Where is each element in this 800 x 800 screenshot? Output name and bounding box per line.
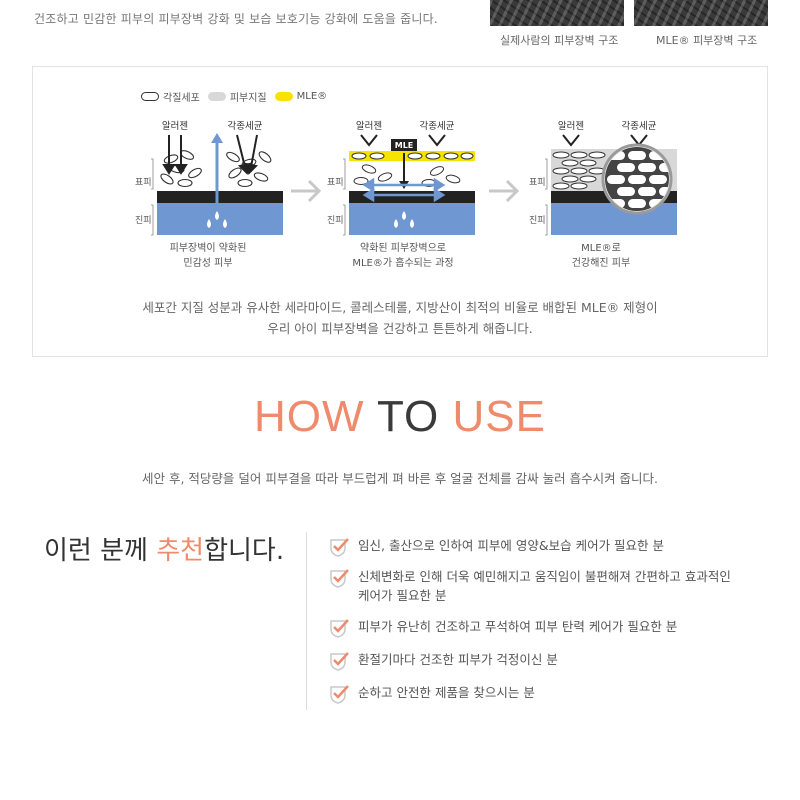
list-item: 피부가 유난히 건조하고 푸석하여 피부 탄력 케어가 필요한 분 — [328, 617, 731, 638]
bacteria-label: 각종세균 — [622, 120, 657, 132]
list-item-text: 임신, 출산으로 인하여 피부에 영양&보습 케어가 필요한 분 — [358, 538, 665, 553]
epidermis-label: 표피 — [327, 177, 344, 188]
real-skin-barrier-photo — [490, 0, 624, 26]
check-shield-icon — [330, 619, 349, 638]
stage-2-caption: 약화된 피부장벽으로 MLE®가 흡수되는 과정 — [323, 241, 483, 271]
dermis-label: 진피 — [529, 215, 546, 226]
check-shield-icon — [330, 538, 349, 557]
how-to-use-description: 세안 후, 적당량을 덜어 피부결을 따라 부드럽게 펴 바른 후 얼굴 전체를… — [141, 471, 659, 486]
diagram-legend: 각질세포 피부지질 MLE® — [141, 89, 335, 104]
legend-label: 각질세포 — [163, 93, 200, 104]
recommend-title-prefix: 이런 분께 — [44, 536, 157, 566]
legend-label: 피부지질 — [229, 93, 267, 104]
title-word-use: USE — [452, 392, 546, 441]
recommend-list: 임신, 출산으로 인하여 피부에 영양&보습 케어가 필요한 분 신체변화로 인… — [328, 536, 731, 704]
how-to-use-title: HOW TO USE — [0, 392, 800, 442]
list-item-text: 케어가 필요한 분 — [358, 588, 447, 603]
skin-barrier-info-box: 각질세포 피부지질 MLE® 알러젠 각종세균 — [32, 66, 768, 357]
stage-1-diagram: 알러젠 각종세균 — [133, 119, 283, 237]
list-item: 순하고 안전한 제품을 찾으시는 분 — [328, 683, 731, 704]
caption-line: MLE®로 — [581, 243, 621, 254]
title-word-how: HOW — [254, 392, 365, 441]
stage-3-diagram: 알러젠 각종세균 — [527, 119, 677, 237]
recommend-title: 이런 분께 추천합니다. — [44, 530, 284, 567]
bacteria-label: 각종세균 — [420, 120, 455, 132]
mle-skin-barrier-photo — [634, 0, 768, 26]
allergen-label: 알러젠 — [356, 121, 382, 132]
legend-item-mle: MLE® — [274, 91, 328, 102]
next-arrow-icon — [291, 179, 322, 203]
title-word-to: TO — [376, 392, 440, 441]
epidermis-label: 표피 — [529, 177, 546, 188]
list-item: 신체변화로 인해 더욱 예민해지고 움직임이 불편해져 간편하고 효과적인 케어… — [328, 567, 731, 605]
dermis-label: 진피 — [327, 215, 344, 226]
real-skin-caption: 실제사람의 피부장벽 구조 — [500, 34, 619, 47]
vertical-divider — [306, 532, 307, 710]
mle-swatch — [274, 92, 293, 101]
caption-line: 민감성 피부 — [183, 258, 233, 269]
epidermis-label: 표피 — [135, 177, 152, 188]
caption-line: 건강해진 피부 — [571, 258, 631, 269]
caption-line: 약화된 피부장벽으로 — [360, 243, 446, 254]
stage-3-caption: MLE®로 건강해진 피부 — [521, 241, 681, 271]
list-item-text: 신체변화로 인해 더욱 예민해지고 움직임이 불편해져 간편하고 효과적인 — [358, 569, 731, 584]
legend-item-corneocyte: 각질세포 — [141, 89, 200, 104]
top-description: 건조하고 민감한 피부의 피부장벽 강화 및 보습 보호기능 강화에 도움을 줍… — [34, 12, 438, 26]
bacteria-label: 각종세균 — [228, 120, 263, 132]
legend-label: MLE® — [296, 91, 328, 102]
legend-item-lipid: 피부지질 — [207, 89, 267, 104]
caption-line: MLE®가 흡수되는 과정 — [352, 258, 454, 269]
check-shield-icon — [330, 685, 349, 704]
list-item-text: 순하고 안전한 제품을 찾으시는 분 — [358, 685, 535, 700]
list-item-text: 피부가 유난히 건조하고 푸석하여 피부 탄력 케어가 필요한 분 — [358, 619, 678, 634]
info-note-line: 우리 아이 피부장벽을 건강하고 튼튼하게 해줍니다. — [267, 321, 533, 336]
allergen-label: 알러젠 — [558, 121, 584, 132]
info-note-line: 세포간 지질 성분과 유사한 세라마이드, 콜레스테롤, 지방산이 최적의 비율… — [142, 300, 658, 315]
mle-skin-caption: MLE® 피부장벽 구조 — [656, 34, 758, 47]
mle-tag: MLE — [395, 141, 414, 150]
dermis-label: 진피 — [135, 215, 152, 226]
allergen-label: 알러젠 — [162, 121, 188, 132]
list-item: 환절기마다 건조한 피부가 걱정이신 분 — [328, 650, 731, 671]
recommend-title-highlight: 추천 — [156, 536, 205, 566]
stage-1-caption: 피부장벽이 약화된 민감성 피부 — [128, 241, 288, 271]
list-item-text: 환절기마다 건조한 피부가 걱정이신 분 — [358, 652, 558, 667]
lipid-swatch — [207, 92, 226, 101]
check-shield-icon — [330, 569, 349, 588]
caption-line: 피부장벽이 약화된 — [169, 243, 247, 254]
info-note: 세포간 지질 성분과 유사한 세라마이드, 콜레스테롤, 지방산이 최적의 비율… — [33, 297, 767, 339]
corneocyte-swatch — [141, 92, 159, 101]
list-item: 임신, 출산으로 인하여 피부에 영양&보습 케어가 필요한 분 — [328, 536, 731, 557]
check-shield-icon — [330, 652, 349, 671]
recommend-title-suffix: 합니다. — [204, 536, 285, 566]
stage-2-diagram: 알러젠 각종세균 MLE — [325, 119, 475, 237]
next-arrow-icon — [489, 179, 520, 203]
